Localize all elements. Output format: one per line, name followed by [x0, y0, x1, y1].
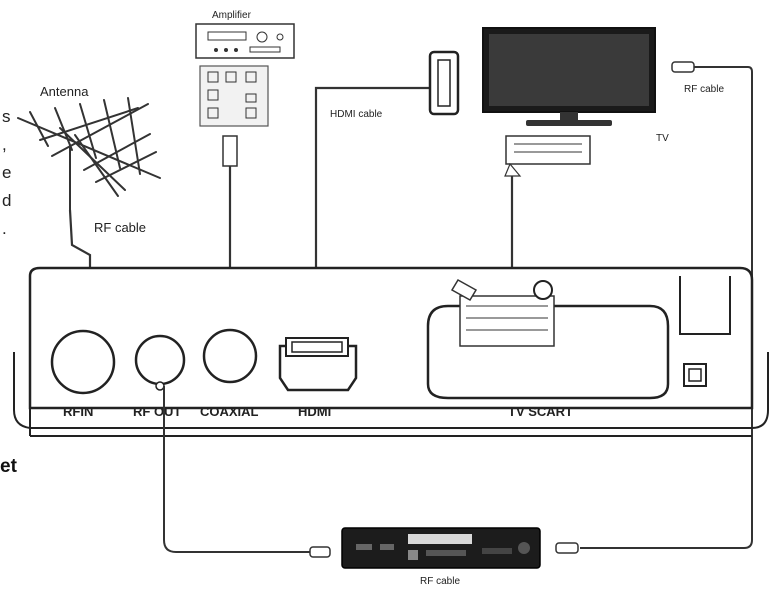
antenna-label: Antenna [40, 84, 89, 99]
fragment-2: , [2, 135, 7, 154]
fragment-1: s [2, 107, 11, 126]
port-label-coaxial: COAXIAL [200, 404, 259, 419]
port-label-hdmi: HDMI [298, 404, 331, 419]
rf-cable-bottom-label: RF cable [420, 576, 460, 587]
amplifier [195, 23, 295, 127]
set-top-box-rear-panel [13, 266, 769, 437]
rf-cable-antenna-label: RF cable [94, 220, 146, 235]
rf-cable-top-right-label: RF cable [684, 84, 724, 95]
scart-cable [469, 176, 514, 278]
hdmi-cable [314, 50, 460, 330]
fragment-4: d [2, 191, 11, 210]
amplifier-label: Amplifier [212, 10, 252, 21]
fragment-bold: et [0, 456, 18, 477]
port-label-tv-scart: TV SCART [508, 404, 573, 419]
tv [482, 27, 656, 177]
hdmi-cable-label: HDMI cable [330, 109, 383, 120]
tv-label: TV [656, 133, 669, 144]
antenna [17, 97, 161, 211]
second-receiver [341, 527, 541, 569]
port-label-rf-out: RF OUT [133, 404, 181, 419]
fragment-5: . [2, 219, 7, 238]
fragment-3: e [2, 163, 11, 182]
cropped-text-fragments: s , e d . et [0, 107, 18, 477]
rf-cable-bottom [163, 386, 579, 558]
port-label-rf-in: RFIN [63, 404, 93, 419]
